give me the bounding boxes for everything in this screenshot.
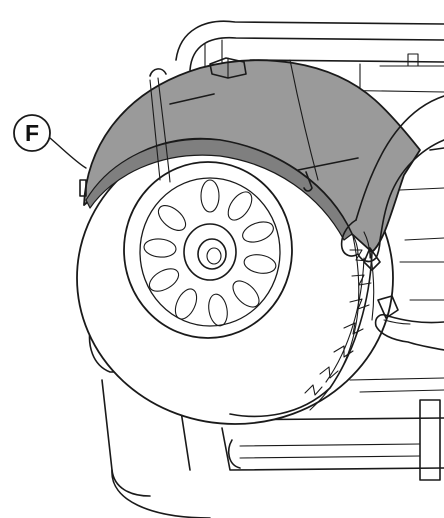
callout-leader-line [49, 137, 87, 169]
tire-cover-flap [85, 138, 353, 241]
wheel-spoke-openings [143, 179, 277, 327]
callout-label: F [25, 120, 39, 146]
tire-cover [79, 57, 421, 418]
installer-hands [340, 95, 444, 351]
callout-f: F [13, 114, 87, 169]
circled-letter-marker [13, 114, 51, 152]
